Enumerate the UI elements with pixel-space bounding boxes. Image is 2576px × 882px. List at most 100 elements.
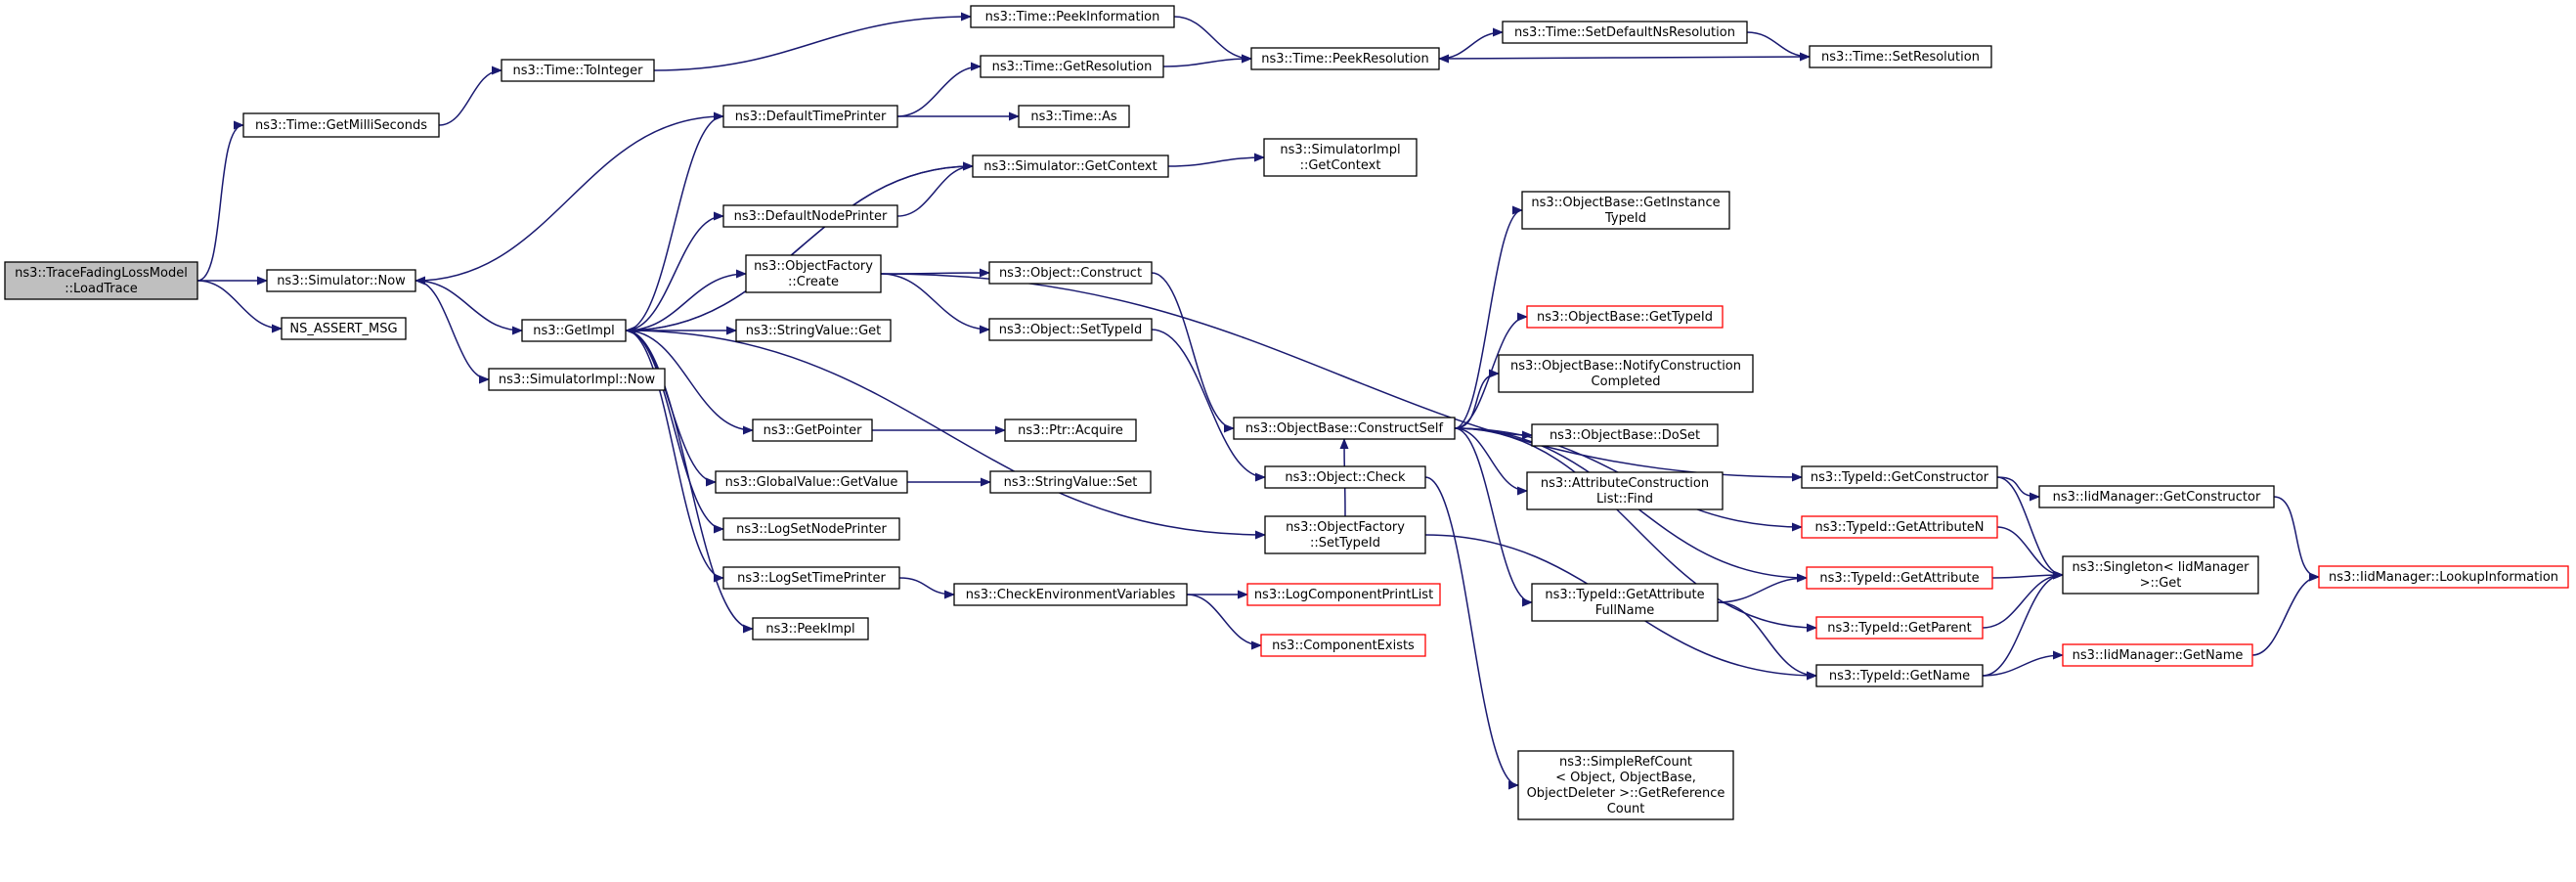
node-objConstruct[interactable]: ns3::Object::Construct bbox=[988, 261, 1153, 285]
node-box bbox=[988, 318, 1153, 341]
node-label: ns3::SimulatorImpl::Now bbox=[499, 373, 656, 387]
node-objFactoryCreate[interactable]: ns3::ObjectFactory::Create bbox=[745, 254, 882, 293]
node-label: ns3::Simulator::Now bbox=[277, 274, 406, 288]
node-simGetContext[interactable]: ns3::Simulator::GetContext bbox=[972, 154, 1169, 178]
node-box bbox=[1801, 515, 1998, 539]
edge-path bbox=[1186, 594, 1262, 650]
node-typeIdGetAttributeN[interactable]: ns3::TypeId::GetAttributeN bbox=[1801, 515, 1998, 539]
node-logCompPrintList[interactable]: ns3::LogComponentPrintList bbox=[1246, 583, 1441, 606]
node-defNodePrinter[interactable]: ns3::DefaultNodePrinter bbox=[722, 204, 898, 228]
node-singletonGet[interactable]: ns3::Singleton< IidManager>::Get bbox=[2062, 555, 2259, 595]
node-box bbox=[953, 583, 1188, 606]
node-label: ns3::ObjectFactory bbox=[754, 259, 873, 274]
node-setDefaultNsRes[interactable]: ns3::Time::SetDefaultNsResolution bbox=[1502, 21, 1748, 44]
node-objBaseGetTypeId[interactable]: ns3::ObjectBase::GetTypeId bbox=[1526, 305, 1724, 329]
node-objSetTypeId[interactable]: ns3::Object::SetTypeId bbox=[988, 318, 1153, 341]
node-label: ::Create bbox=[788, 275, 839, 289]
node-box bbox=[1004, 419, 1137, 442]
edge-getImpl-to-getPointer bbox=[625, 330, 754, 435]
node-strValGet[interactable]: ns3::StringValue::Get bbox=[735, 319, 892, 342]
node-label: ns3::LogSetNodePrinter bbox=[736, 522, 887, 537]
edge-path bbox=[1454, 427, 1533, 607]
node-logSetTimePrinter[interactable]: ns3::LogSetTimePrinter bbox=[722, 566, 900, 590]
node-label: Count bbox=[1607, 802, 1645, 816]
edge-path bbox=[1746, 31, 1811, 62]
edge-path bbox=[1438, 54, 1811, 64]
edge-path bbox=[625, 165, 974, 335]
node-objFactorySetTypeId[interactable]: ns3::ObjectFactory::SetTypeId bbox=[1264, 515, 1426, 554]
node-label: ns3::Time::GetResolution bbox=[992, 60, 1153, 74]
node-iidMgrLookupInfo[interactable]: ns3::IidManager::LookupInformation bbox=[2318, 565, 2569, 589]
node-assertMsg[interactable]: NS_ASSERT_MSG bbox=[281, 317, 407, 340]
edge-getImpl-to-defTimePrinter bbox=[625, 111, 724, 331]
node-logSetNodePrinter[interactable]: ns3::LogSetNodePrinter bbox=[722, 517, 900, 541]
node-simNow[interactable]: ns3::Simulator::Now bbox=[266, 269, 416, 292]
node-box bbox=[1502, 21, 1748, 44]
node-box bbox=[242, 112, 440, 138]
edge-typeIdGetAttrFullName-to-typeIdGetAttribute bbox=[1717, 573, 1808, 603]
node-typeIdGetConstructor[interactable]: ns3::TypeId::GetConstructor bbox=[1801, 465, 1998, 489]
node-root[interactable]: ns3::TraceFadingLossModel::LoadTrace bbox=[4, 261, 198, 300]
node-getImpl[interactable]: ns3::GetImpl bbox=[521, 319, 627, 342]
node-getPointer[interactable]: ns3::GetPointer bbox=[752, 419, 873, 442]
edge-root-to-getMilli bbox=[196, 120, 244, 282]
node-box bbox=[1250, 47, 1440, 70]
edge-typeIdGetConstructor-to-iidMgrGetConstructor bbox=[1996, 476, 2040, 502]
node-box bbox=[722, 204, 898, 228]
node-defTimePrinter[interactable]: ns3::DefaultTimePrinter bbox=[722, 105, 898, 128]
edge-getImpl-to-defNodePrinter bbox=[625, 211, 724, 331]
node-iidMgrGetConstructor[interactable]: ns3::IidManager::GetConstructor bbox=[2038, 485, 2275, 508]
node-label: ns3::Simulator::GetContext bbox=[983, 159, 1157, 174]
node-notifyConstruction[interactable]: ns3::ObjectBase::NotifyConstructionCompl… bbox=[1498, 354, 1754, 393]
node-doSet[interactable]: ns3::ObjectBase::DoSet bbox=[1531, 423, 1719, 447]
node-getResolution[interactable]: ns3::Time::GetResolution bbox=[980, 55, 1164, 78]
node-checkEnv[interactable]: ns3::CheckEnvironmentVariables bbox=[953, 583, 1188, 606]
edge-path bbox=[1996, 526, 2064, 580]
edge-path bbox=[1717, 601, 1817, 681]
edges-layer bbox=[196, 12, 2320, 790]
node-typeIdGetParent[interactable]: ns3::TypeId::GetParent bbox=[1815, 616, 1984, 639]
node-iidMgrGetName[interactable]: ns3::IidManager::GetName bbox=[2062, 643, 2253, 667]
node-peekInfo[interactable]: ns3::Time::PeekInformation bbox=[970, 5, 1175, 28]
node-objBaseConstructSelf[interactable]: ns3::ObjectBase::ConstructSelf bbox=[1233, 417, 1456, 440]
node-box bbox=[1815, 616, 1984, 639]
edge-simNow-to-simImplNow bbox=[415, 280, 490, 384]
node-simpleRefCount[interactable]: ns3::SimpleRefCount< Object, ObjectBase,… bbox=[1517, 750, 1734, 820]
edge-objFactoryCreate-to-objSetTypeId bbox=[880, 273, 990, 334]
node-objCheck[interactable]: ns3::Object::Check bbox=[1264, 465, 1426, 489]
node-box bbox=[1264, 465, 1426, 489]
node-label: ns3::Time::As bbox=[1030, 110, 1117, 124]
node-box bbox=[972, 154, 1169, 178]
node-label: ns3::GetPointer bbox=[764, 423, 862, 438]
node-compExists[interactable]: ns3::ComponentExists bbox=[1260, 634, 1426, 657]
edge-getMilli-to-toInteger bbox=[438, 66, 502, 126]
node-strValSet[interactable]: ns3::StringValue::Set bbox=[989, 470, 1152, 494]
node-peekImpl[interactable]: ns3::PeekImpl bbox=[752, 617, 869, 640]
edge-path bbox=[1982, 570, 2064, 677]
node-simImplNow[interactable]: ns3::SimulatorImpl::Now bbox=[488, 368, 666, 391]
node-label: ns3::StringValue::Get bbox=[746, 324, 881, 338]
node-label: ns3::TypeId::GetAttribute bbox=[1819, 571, 1979, 586]
edge-objBaseConstructSelf-to-notifyConstruction bbox=[1454, 369, 1500, 429]
edge-setDefaultNsRes-to-setResolution bbox=[1746, 31, 1811, 62]
node-getMilli[interactable]: ns3::Time::GetMilliSeconds bbox=[242, 112, 440, 138]
node-box bbox=[1260, 634, 1426, 657]
node-typeIdGetName[interactable]: ns3::TypeId::GetName bbox=[1815, 664, 1984, 687]
edge-path bbox=[415, 280, 523, 335]
edge-path bbox=[1454, 205, 1523, 429]
node-timeAs[interactable]: ns3::Time::As bbox=[1018, 105, 1130, 128]
edge-typeIdGetName-to-singletonGet bbox=[1982, 570, 2064, 677]
node-box bbox=[752, 419, 873, 442]
node-gvGetValue[interactable]: ns3::GlobalValue::GetValue bbox=[715, 470, 908, 494]
edge-path bbox=[625, 269, 747, 331]
node-toInteger[interactable]: ns3::Time::ToInteger bbox=[501, 59, 655, 82]
edge-path bbox=[1996, 476, 2040, 502]
node-typeIdGetAttribute[interactable]: ns3::TypeId::GetAttribute bbox=[1806, 566, 1993, 590]
node-ptrAcquire[interactable]: ns3::Ptr::Acquire bbox=[1004, 419, 1137, 442]
node-setResolution[interactable]: ns3::Time::SetResolution bbox=[1809, 45, 1992, 68]
node-peekResolution[interactable]: ns3::Time::PeekResolution bbox=[1250, 47, 1440, 70]
node-simImplGetContext[interactable]: ns3::SimulatorImpl::GetContext bbox=[1263, 138, 1418, 177]
